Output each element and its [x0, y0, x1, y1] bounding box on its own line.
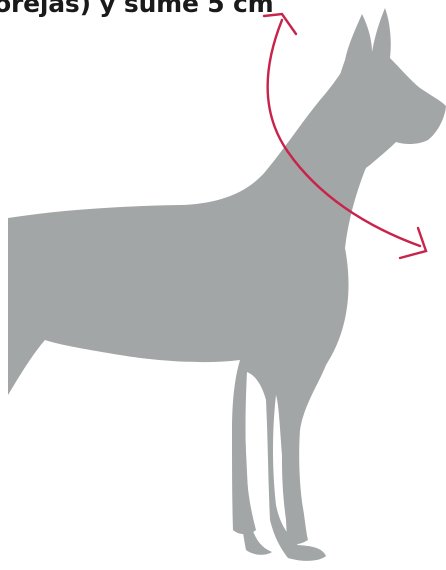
dog-body	[8, 58, 402, 561]
dog-rear-leg	[236, 380, 272, 555]
arrowhead-bottom-icon	[398, 226, 428, 260]
dog-silhouette	[8, 8, 446, 561]
measure-arc	[266, 18, 422, 248]
instruction-caption: orejas) y sume 5 cm	[0, 0, 274, 18]
neck-measure-arrow	[262, 12, 428, 260]
arrowhead-top-icon	[262, 12, 298, 36]
dog-head	[328, 8, 446, 185]
